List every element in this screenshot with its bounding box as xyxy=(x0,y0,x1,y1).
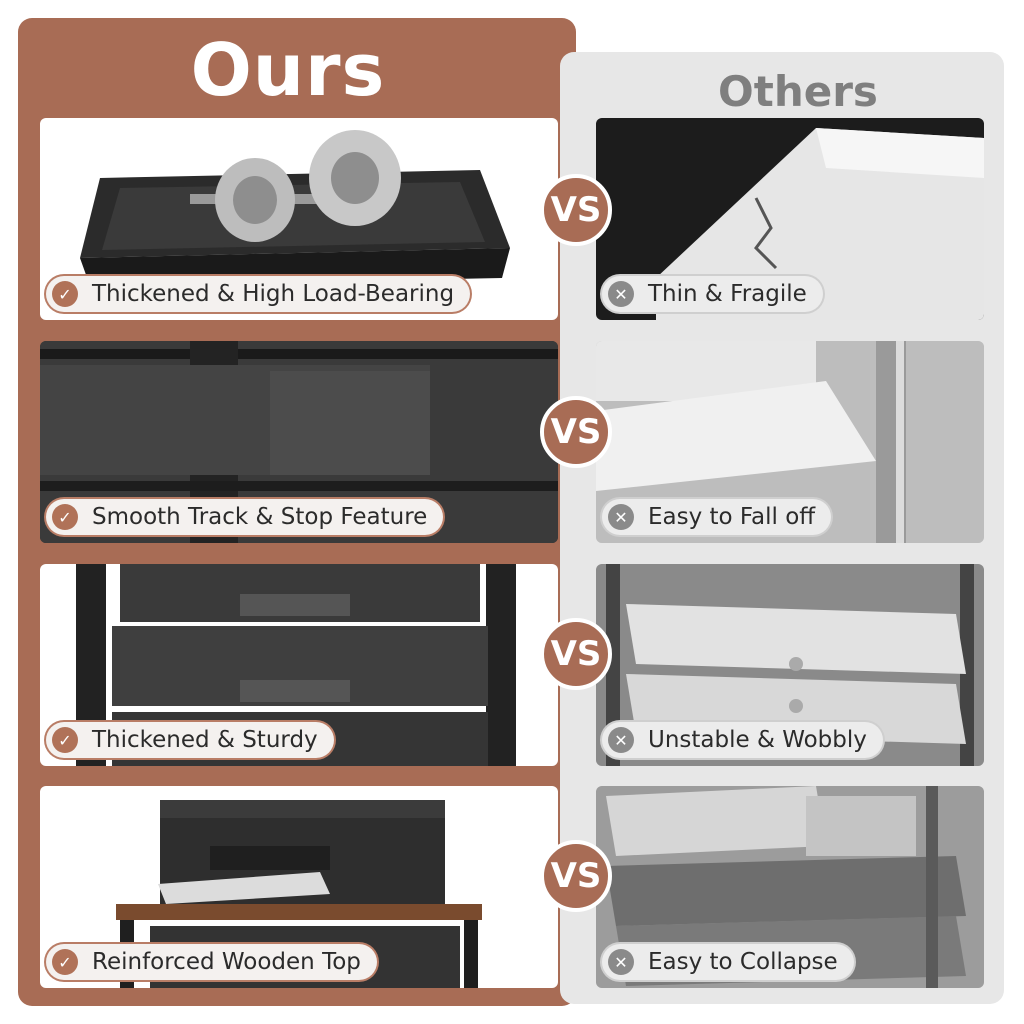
others-feature-label: Easy to Collapse xyxy=(648,949,838,975)
ours-feature-pill: ✓ Thickened & Sturdy xyxy=(46,722,334,758)
others-feature-label: Thin & Fragile xyxy=(648,281,807,307)
ours-image-tray: ✓ Thickened & High Load-Bearing xyxy=(40,118,558,320)
check-icon: ✓ xyxy=(52,504,78,530)
vs-badge: VS xyxy=(540,840,612,912)
ours-feature-pill: ✓ Reinforced Wooden Top xyxy=(46,944,377,980)
x-circle-icon: ✕ xyxy=(608,281,634,307)
ours-feature-label: Smooth Track & Stop Feature xyxy=(92,504,428,530)
others-title: Others xyxy=(718,67,878,116)
vs-badge: VS xyxy=(540,618,612,690)
check-icon: ✓ xyxy=(52,949,78,975)
others-image-bin: ✕ Thin & Fragile xyxy=(596,118,984,320)
others-feature-label: Easy to Fall off xyxy=(648,504,816,530)
others-feature-label: Unstable & Wobbly xyxy=(648,727,867,753)
x-circle-icon: ✕ xyxy=(608,949,634,975)
ours-feature-label: Thickened & Sturdy xyxy=(92,727,318,753)
ours-image-track: ✓ Smooth Track & Stop Feature xyxy=(40,341,558,543)
x-circle-icon: ✕ xyxy=(608,504,634,530)
others-feature-pill: ✕ Unstable & Wobbly xyxy=(602,722,883,758)
vs-badge: VS xyxy=(540,396,612,468)
others-image-wobbly: ✕ Unstable & Wobbly xyxy=(596,564,984,766)
check-icon: ✓ xyxy=(52,727,78,753)
others-feature-pill: ✕ Thin & Fragile xyxy=(602,276,823,312)
ours-image-drawers: ✓ Thickened & Sturdy xyxy=(40,564,558,766)
others-image-collapse: ✕ Easy to Collapse xyxy=(596,786,984,988)
ours-feature-label: Reinforced Wooden Top xyxy=(92,949,361,975)
ours-feature-pill: ✓ Smooth Track & Stop Feature xyxy=(46,499,444,535)
check-icon: ✓ xyxy=(52,281,78,307)
others-image-falling-drawer: ✕ Easy to Fall off xyxy=(596,341,984,543)
ours-image-printer: ✓ Reinforced Wooden Top xyxy=(40,786,558,988)
tray-with-dumbbell-illustration xyxy=(80,130,510,286)
others-feature-pill: ✕ Easy to Fall off xyxy=(602,499,832,535)
vs-badge: VS xyxy=(540,174,612,246)
x-circle-icon: ✕ xyxy=(608,727,634,753)
ours-feature-pill: ✓ Thickened & High Load-Bearing xyxy=(46,276,471,312)
others-feature-pill: ✕ Easy to Collapse xyxy=(602,944,854,980)
ours-title: Ours xyxy=(190,28,386,112)
ours-feature-label: Thickened & High Load-Bearing xyxy=(92,281,455,307)
